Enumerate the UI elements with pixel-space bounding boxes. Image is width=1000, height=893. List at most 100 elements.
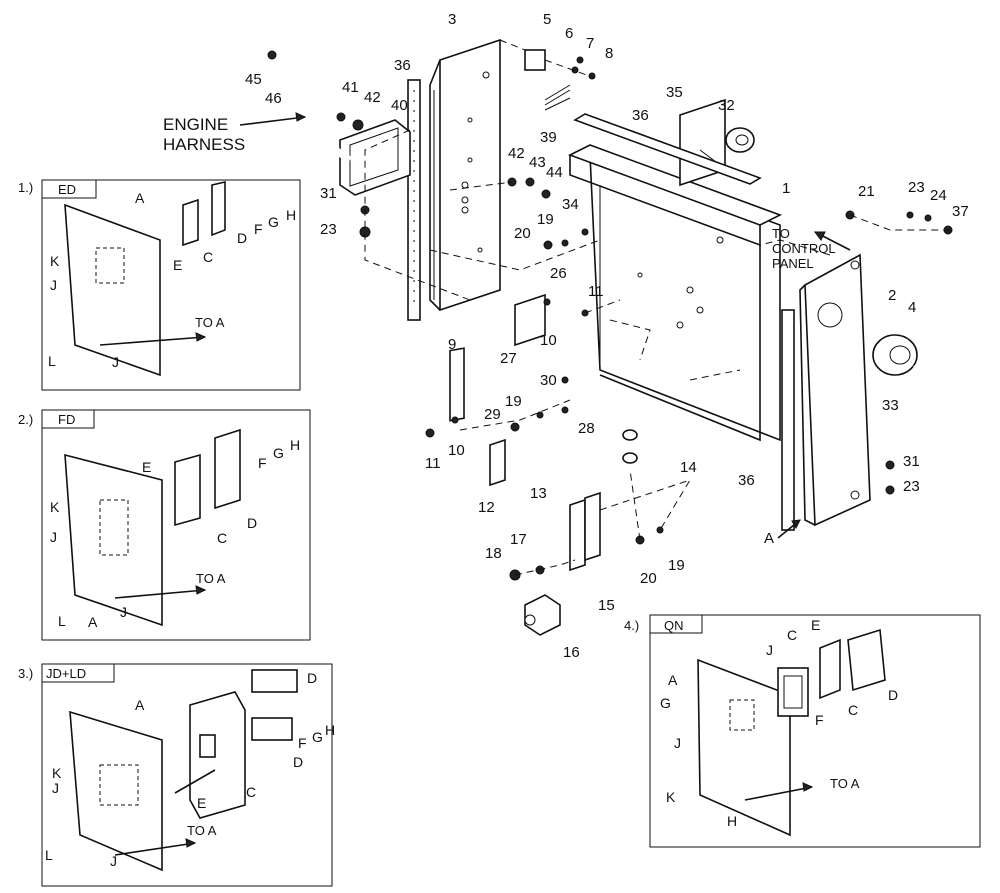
part-26-27-block xyxy=(514,293,546,347)
inset-ed-e: E xyxy=(173,257,182,273)
callout-11b: 11 xyxy=(425,455,441,472)
callout-9: 9 xyxy=(448,336,456,353)
callout-23c: 23 xyxy=(903,478,920,495)
main-callouts: 1 2 3 4 5 6 7 8 9 10 10 11 11 12 13 14 1… xyxy=(245,11,969,661)
part-39-wire-bundle xyxy=(544,84,571,111)
part-36-rail-right xyxy=(781,309,795,531)
callout-14: 14 xyxy=(680,459,697,476)
callout-36c: 36 xyxy=(738,472,755,489)
harness-label: HARNESS xyxy=(163,135,245,154)
part-1-enclosure xyxy=(567,144,783,442)
inset-ed-l: L xyxy=(48,353,56,369)
inset-qn-d: D xyxy=(888,687,898,703)
inset-fd-g: G xyxy=(273,445,284,461)
callout-6: 6 xyxy=(565,25,573,42)
callout-45: 45 xyxy=(245,71,262,88)
inset-ed-h: H xyxy=(286,207,296,223)
part-16-switch xyxy=(524,594,561,636)
to-control-label-2: CONTROL xyxy=(772,241,836,256)
callout-2: 2 xyxy=(888,287,896,304)
inset-fd-f: F xyxy=(258,455,267,471)
callout-19a: 19 xyxy=(537,211,554,228)
inset-fd-tag: FD xyxy=(58,412,75,427)
inset-qn-a: A xyxy=(668,672,678,688)
callout-10b: 10 xyxy=(448,442,465,459)
inset-fd-j1: J xyxy=(50,529,57,545)
inset-jd-ld-to-a: TO A xyxy=(187,823,217,838)
inset-jd-ld-index: 3.) xyxy=(18,666,33,681)
part-12-terminal-block xyxy=(489,438,506,487)
part-40-bezel xyxy=(339,119,411,196)
callout-15: 15 xyxy=(598,597,615,614)
inset-ed-index: 1.) xyxy=(18,180,33,195)
inset-qn-k: K xyxy=(666,789,676,805)
callout-39: 39 xyxy=(540,129,557,146)
callout-3: 3 xyxy=(448,11,456,28)
inset-fd-j2: J xyxy=(120,604,127,620)
inset-fd-e: E xyxy=(142,459,151,475)
inset-fd-l: L xyxy=(58,613,66,629)
inset-jd-ld-d2: D xyxy=(293,754,303,770)
inset-jd-ld: 3.) JD+LD A C D D E F G H J J K L TO A xyxy=(18,663,335,887)
callout-16: 16 xyxy=(563,644,580,661)
callout-31b: 31 xyxy=(903,453,920,470)
inset-jd-ld-j2: J xyxy=(110,853,117,869)
inset-ed-d: D xyxy=(237,230,247,246)
inset-qn-index: 4.) xyxy=(624,618,639,633)
inset-ed-a: A xyxy=(135,190,145,206)
callout-10a: 10 xyxy=(540,332,557,349)
callout-28: 28 xyxy=(578,420,595,437)
inset-jd-ld-e: E xyxy=(197,795,206,811)
callout-20b: 20 xyxy=(640,570,657,587)
engine-harness xyxy=(239,38,352,163)
callout-42b: 42 xyxy=(508,145,525,162)
to-control-label-3: PANEL xyxy=(772,256,814,271)
inset-ed-tag: ED xyxy=(58,182,76,197)
inset-jd-ld-d1: D xyxy=(307,670,317,686)
callout-26: 26 xyxy=(550,265,567,282)
callout-33: 33 xyxy=(882,397,899,414)
ref-a-label: A xyxy=(764,530,774,547)
callout-46: 46 xyxy=(265,90,282,107)
callout-12: 12 xyxy=(478,499,495,516)
callout-36b: 36 xyxy=(632,107,649,124)
callout-7: 7 xyxy=(586,35,594,52)
callout-5: 5 xyxy=(543,11,551,28)
callout-24: 24 xyxy=(930,187,947,204)
callout-30: 30 xyxy=(540,372,557,389)
inset-qn-g: G xyxy=(660,695,671,711)
inset-jd-ld-j1: J xyxy=(52,780,59,796)
callout-27: 27 xyxy=(500,350,517,367)
inset-ed-j2: J xyxy=(112,354,119,370)
inset-jd-ld-tag: JD+LD xyxy=(46,666,86,681)
part-2-side-panel xyxy=(799,253,871,527)
inset-fd-a: A xyxy=(88,614,98,630)
inset-ed-to-a: TO A xyxy=(195,315,225,330)
callout-19b: 19 xyxy=(505,393,522,410)
inset-qn: 4.) QN A C C D E F G H J J K TO A xyxy=(624,614,981,848)
inset-fd-c: C xyxy=(217,530,227,546)
inset-qn-c1: C xyxy=(787,627,797,643)
engine-label: ENGINE xyxy=(163,115,228,134)
inset-ed-j1: J xyxy=(50,277,57,293)
inset-jd-ld-h: H xyxy=(325,722,335,738)
alignment-lines xyxy=(364,39,950,576)
inset-fd-k: K xyxy=(50,499,60,515)
inset-qn-c2: C xyxy=(848,702,858,718)
callout-31a: 31 xyxy=(320,185,337,202)
callout-23a: 23 xyxy=(320,221,337,238)
callout-36a: 36 xyxy=(394,57,411,74)
inset-qn-to-a: TO A xyxy=(830,776,860,791)
callout-42a: 42 xyxy=(364,89,381,106)
part-5-relay xyxy=(524,49,546,71)
callout-41: 41 xyxy=(342,79,359,96)
inset-qn-e: E xyxy=(811,617,820,633)
to-control-label-1: TO xyxy=(772,226,790,241)
inset-jd-ld-c: C xyxy=(246,784,256,800)
inset-qn-f: F xyxy=(815,712,824,728)
part-32-grommet xyxy=(725,127,755,153)
inset-fd-to-a: TO A xyxy=(196,571,226,586)
inset-fd: 2.) FD A C D E F G H J J K L TO A xyxy=(18,409,311,641)
inset-ed: 1.) ED A C D E F G H J J K L TO A xyxy=(18,179,301,391)
fasteners xyxy=(267,50,953,581)
